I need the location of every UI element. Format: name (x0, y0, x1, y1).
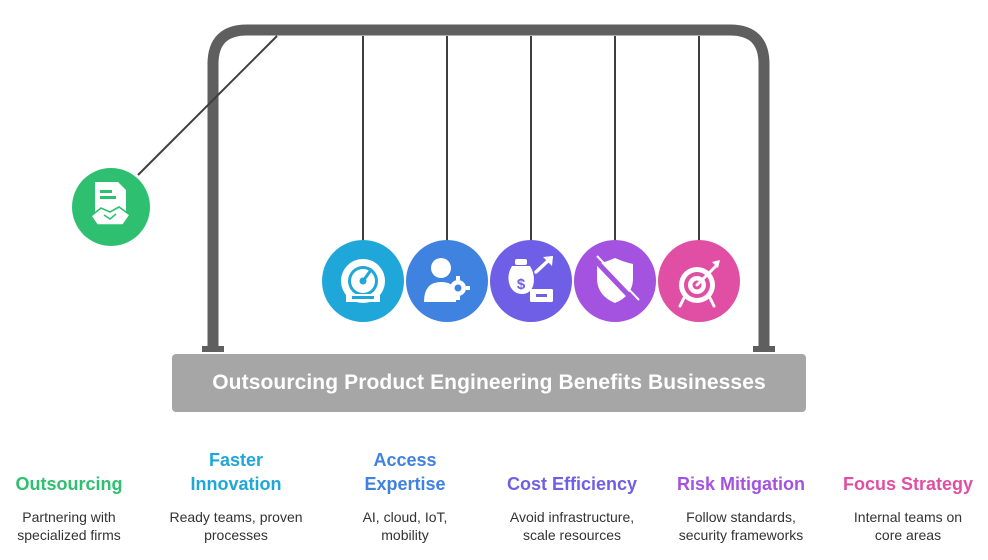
benefit-title-line: Innovation (190, 474, 282, 494)
benefit-desc-line: AI, cloud, IoT, (362, 509, 448, 525)
benefit-desc-line: specialized firms (17, 527, 121, 543)
benefit-title-text: Risk Mitigation (676, 474, 805, 494)
benefit-desc-line: Avoid infrastructure, (509, 509, 635, 525)
benefit-desc-line: Follow standards, (686, 509, 796, 525)
benefit-description: Avoid infrastructure, scale resources (497, 508, 647, 544)
benefit-desc-line: Internal teams on (853, 509, 963, 525)
ball-focus-strategy (658, 240, 740, 322)
contract-handshake-icon (89, 182, 132, 226)
string-outsourcing (137, 35, 278, 176)
ball-faster-innovation (322, 240, 404, 322)
benefit-title-line: Faster (208, 450, 264, 470)
benefit-desc-line: scale resources (522, 527, 622, 543)
frame-foot-right (753, 346, 775, 352)
benefit-desc-line: security frameworks (678, 527, 804, 543)
benefit-desc-line: processes (204, 527, 268, 543)
benefit-desc-line: mobility (381, 527, 429, 543)
ball-risk-mitigation (574, 240, 656, 322)
benefit-title: Cost Efficiency (497, 472, 647, 496)
benefit-title: Risk Mitigation (666, 472, 816, 496)
svg-text:$: $ (517, 276, 526, 293)
benefit-description: Internal teams on core areas (833, 508, 983, 544)
shield-off-icon (592, 255, 640, 305)
benefit-title-text: Outsourcing (15, 474, 123, 494)
ball-outsourcing (72, 168, 150, 246)
benefit-title: Focus Strategy (833, 472, 983, 496)
money-growth-icon: $ (508, 256, 553, 302)
benefit-desc-line: core areas (874, 527, 942, 543)
speedometer-icon (341, 259, 385, 303)
benefit-title-text: Focus Strategy (842, 474, 974, 494)
ball-cost-efficiency: $ (490, 240, 572, 322)
benefit-description: Ready teams, proven processes (161, 508, 311, 544)
expert-gear-icon (424, 258, 470, 302)
benefit-title-text: Cost Efficiency (506, 474, 638, 494)
benefit-description: AI, cloud, IoT, mobility (330, 508, 480, 544)
benefit-description: Partnering with specialized firms (0, 508, 144, 544)
benefit-title: Access Expertise (330, 448, 480, 496)
cradle-frame (207, 24, 770, 352)
banner-title: Outsourcing Product Engineering Benefits… (212, 371, 766, 394)
benefit-title-line: Expertise (364, 474, 446, 494)
ball-access-expertise (406, 240, 488, 322)
benefit-title-line: Access (373, 450, 437, 470)
benefit-title: Outsourcing (0, 472, 144, 496)
benefit-desc-line: Partnering with (22, 509, 116, 525)
benefit-desc-line: Ready teams, proven (169, 509, 303, 525)
benefit-title: Faster Innovation (161, 448, 311, 496)
target-arrow-icon (678, 260, 720, 308)
frame-foot-left (202, 346, 224, 352)
benefit-description: Follow standards, security frameworks (666, 508, 816, 544)
title-banner: Outsourcing Product Engineering Benefits… (172, 354, 806, 412)
newtons-cradle-diagram: $ (72, 24, 775, 352)
